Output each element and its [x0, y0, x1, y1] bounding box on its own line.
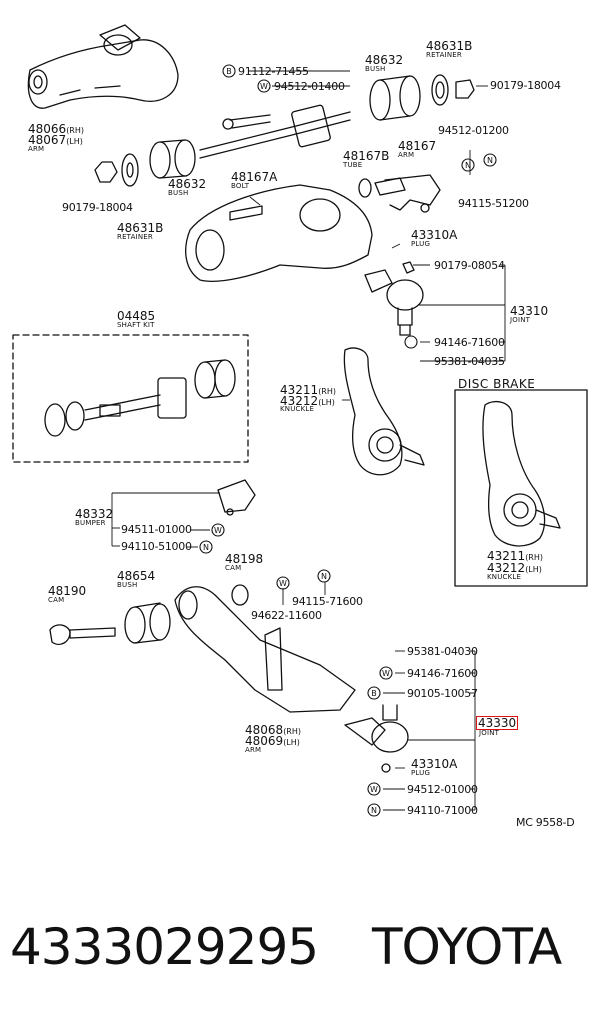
- label-48632-left-sub: BUSH: [168, 189, 189, 197]
- label-43212-middle: 43212(LH): [280, 394, 335, 408]
- label-43330-sub: JOINT: [479, 729, 500, 737]
- label-48167a: 48167A: [231, 170, 278, 184]
- shaft-kit-drawing: [44, 359, 236, 437]
- label-91112-71455: 91112-71455: [238, 65, 309, 78]
- label-48066: 48066(RH): [28, 122, 85, 136]
- svg-text:N: N: [321, 572, 327, 581]
- label-43310a-top: 43310A: [411, 228, 458, 242]
- label-4321x-middle-sub: KNUCKLE: [280, 405, 315, 413]
- label-94512-01400: 94512-01400: [274, 80, 345, 93]
- middle-arm-drawing: [185, 174, 441, 282]
- label-94146-71600-top: 94146-71600: [434, 336, 505, 349]
- shaft-kit-box: [12, 334, 249, 463]
- label-48190: 48190: [48, 584, 87, 598]
- label-48632-top: 48632: [365, 53, 404, 67]
- label-48067: 48067(LH): [28, 133, 83, 147]
- label-48198-sub: CAM: [225, 564, 242, 572]
- label-48167: 48167: [398, 139, 437, 153]
- label-48632-top-sub: BUSH: [365, 65, 386, 73]
- label-94115-71600: 94115-71600: [292, 595, 363, 608]
- label-43310a-bottom: 43310A: [411, 757, 458, 771]
- bumper-drawing: [217, 479, 256, 516]
- label-43330-highlighted: 43330: [475, 716, 519, 730]
- footer-part-number: 4333029295: [10, 918, 319, 976]
- svg-text:W: W: [260, 82, 268, 91]
- svg-text:W: W: [370, 785, 378, 794]
- label-48332-sub: BUMPER: [75, 519, 106, 527]
- label-43211-middle: 43211(RH): [280, 383, 337, 397]
- label-48190-sub: CAM: [48, 596, 65, 604]
- label-48654: 48654: [117, 569, 156, 583]
- label-43211-right: 43211(RH): [487, 549, 544, 563]
- knuckle-middle-drawing: [343, 347, 425, 476]
- label-48069: 48069(LH): [245, 734, 300, 748]
- label-4806b-arm: ARM: [245, 746, 262, 754]
- leader-lines: [111, 70, 506, 811]
- svg-text:W: W: [214, 526, 222, 535]
- label-48631b-top-sub: RETAINER: [426, 51, 462, 59]
- label-04485: 04485: [117, 309, 156, 323]
- label-48332: 48332: [75, 507, 114, 521]
- label-94115-51200: 94115-51200: [458, 197, 529, 210]
- label-43310-sub: JOINT: [510, 316, 531, 324]
- disc-brake-box: [454, 389, 588, 587]
- diagram-code: MC 9558-D: [516, 816, 575, 829]
- label-90179-08054: 90179-08054: [434, 259, 505, 272]
- label-04485-sub: SHAFT KIT: [117, 321, 155, 329]
- label-48167b-sub: TUBE: [343, 161, 363, 169]
- label-95381-04035: 95381-04035: [434, 355, 505, 368]
- upper-ball-joint-drawing: [364, 261, 424, 336]
- label-43212-right: 43212(LH): [487, 561, 542, 575]
- svg-text:W: W: [279, 579, 287, 588]
- svg-text:N: N: [371, 806, 377, 815]
- left-bush-drawing: [94, 139, 196, 187]
- svg-text:N: N: [487, 156, 493, 165]
- label-48632-left: 48632: [168, 177, 207, 191]
- label-4321x-right-sub: KNUCKLE: [487, 573, 522, 581]
- circled-symbols: [199, 64, 497, 817]
- label-94622-11600: 94622-11600: [251, 609, 322, 622]
- label-90179-18004-left: 90179-18004: [62, 201, 133, 214]
- label-94110-51000: 94110-51000: [121, 540, 192, 553]
- label-48198: 48198: [225, 552, 264, 566]
- label-95381-04030: 95381-04030: [407, 645, 478, 658]
- label-48631b-left-sub: RETAINER: [117, 233, 153, 241]
- label-48631b-left: 48631B: [117, 221, 164, 235]
- label-94110-71000: 94110-71000: [407, 804, 478, 817]
- svg-text:N: N: [465, 161, 471, 170]
- svg-text:B: B: [371, 689, 377, 698]
- label-43310a-bottom-sub: PLUG: [411, 769, 431, 777]
- label-4806x-arm: ARM: [28, 145, 45, 153]
- label-48654-sub: BUSH: [117, 581, 138, 589]
- label-48068: 48068(RH): [245, 723, 302, 737]
- label-94512-01000: 94512-01000: [407, 783, 478, 796]
- label-48167-sub: ARM: [398, 151, 415, 159]
- knuckle-right-drawing: [482, 401, 561, 547]
- disc-brake-heading: DISC BRAKE: [458, 377, 536, 391]
- label-90105-10057: 90105-10057: [407, 687, 478, 700]
- label-90179-18004-right: 90179-18004: [490, 79, 561, 92]
- lower-ball-joint-drawing: [344, 704, 409, 773]
- footer-brand: TOYOTA: [372, 918, 562, 976]
- lower-arm-drawing: [49, 584, 356, 713]
- label-48167a-sub: BOLT: [231, 182, 250, 190]
- label-48631b-top: 48631B: [426, 39, 473, 53]
- label-94511-01000: 94511-01000: [121, 523, 192, 536]
- svg-text:N: N: [203, 543, 209, 552]
- label-94146-71600-bottom: 94146-71600: [407, 667, 478, 680]
- circled-symbol-letters: B W N N W N W N W B W N: [203, 67, 493, 815]
- svg-text:W: W: [382, 669, 390, 678]
- upper-shaft-drawing: [199, 74, 475, 159]
- label-43310: 43310: [510, 304, 549, 318]
- label-48167b: 48167B: [343, 149, 390, 163]
- upper-arm-drawing: [27, 24, 179, 109]
- svg-text:B: B: [226, 67, 232, 76]
- label-43310a-top-sub: PLUG: [411, 240, 431, 248]
- label-94512-01200: 94512-01200: [438, 124, 509, 137]
